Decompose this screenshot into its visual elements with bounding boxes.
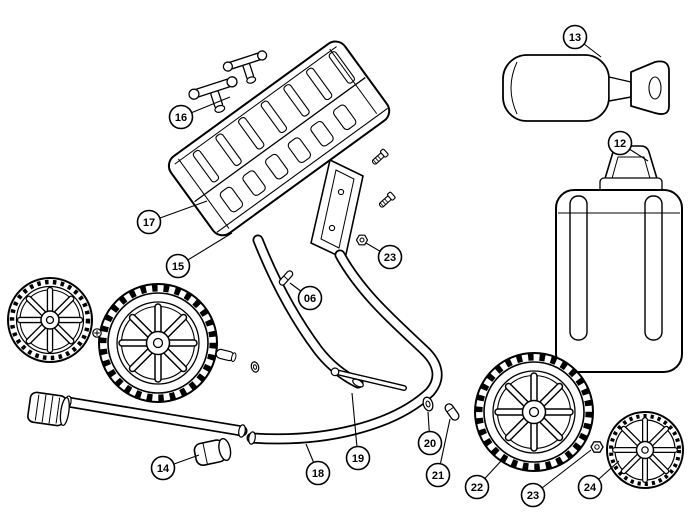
svg-text:19: 19: [352, 453, 364, 465]
screw-lower: [378, 191, 396, 208]
callout-06: 06: [289, 282, 323, 311]
callout-18: 18: [305, 443, 331, 486]
wheel-right: [474, 352, 594, 472]
svg-text:21: 21: [432, 470, 444, 482]
support-bracket: [310, 159, 364, 260]
svg-text:14: 14: [157, 463, 170, 475]
bolt-head: [92, 328, 102, 338]
svg-text:15: 15: [172, 261, 184, 273]
wheel-left: [98, 283, 218, 403]
svg-text:13: 13: [569, 32, 581, 44]
callout-23-lower: 23: [520, 449, 592, 508]
nut-upper: [355, 234, 369, 246]
svg-text:12: 12: [614, 138, 626, 150]
callout-21: 21: [425, 418, 451, 488]
svg-text:22: 22: [471, 482, 483, 494]
bottle: [502, 54, 670, 122]
washer-small: [250, 361, 260, 373]
callout-12: 12: [607, 130, 649, 162]
small-hardware: [92, 148, 604, 453]
washer: [422, 396, 434, 412]
wheel-hubcap-right: [606, 411, 684, 489]
svg-text:06: 06: [304, 293, 316, 305]
callout-13: 13: [562, 24, 602, 58]
svg-text:17: 17: [143, 217, 155, 229]
callout-15: 15: [165, 232, 233, 279]
callout-17: 17: [136, 200, 208, 235]
clevis-pin: [444, 403, 460, 421]
svg-text:23: 23: [527, 490, 539, 502]
callout-24: 24: [577, 460, 620, 500]
svg-text:16: 16: [175, 112, 187, 124]
handle-end-cap: [193, 437, 232, 466]
svg-text:20: 20: [424, 438, 436, 450]
svg-text:18: 18: [312, 468, 324, 480]
handle-knob-bolts: [188, 50, 268, 113]
callout-14: 14: [150, 454, 200, 481]
screw-upper: [371, 148, 389, 165]
svg-text:23: 23: [384, 252, 396, 264]
callout-16: 16: [168, 96, 231, 130]
hopper-housing: [167, 40, 391, 237]
callout-23-upper: 23: [365, 242, 403, 270]
callout-22: 22: [464, 460, 502, 500]
axle-end-cap: [27, 391, 70, 427]
svg-text:24: 24: [584, 482, 597, 494]
callout-20: 20: [417, 411, 443, 456]
wheel-hubcap-left: [7, 277, 93, 363]
nut-lower: [590, 441, 604, 453]
spacer: [215, 348, 237, 363]
collection-bag: [555, 145, 683, 373]
pin: [278, 270, 294, 286]
callout-19: 19: [345, 392, 371, 471]
